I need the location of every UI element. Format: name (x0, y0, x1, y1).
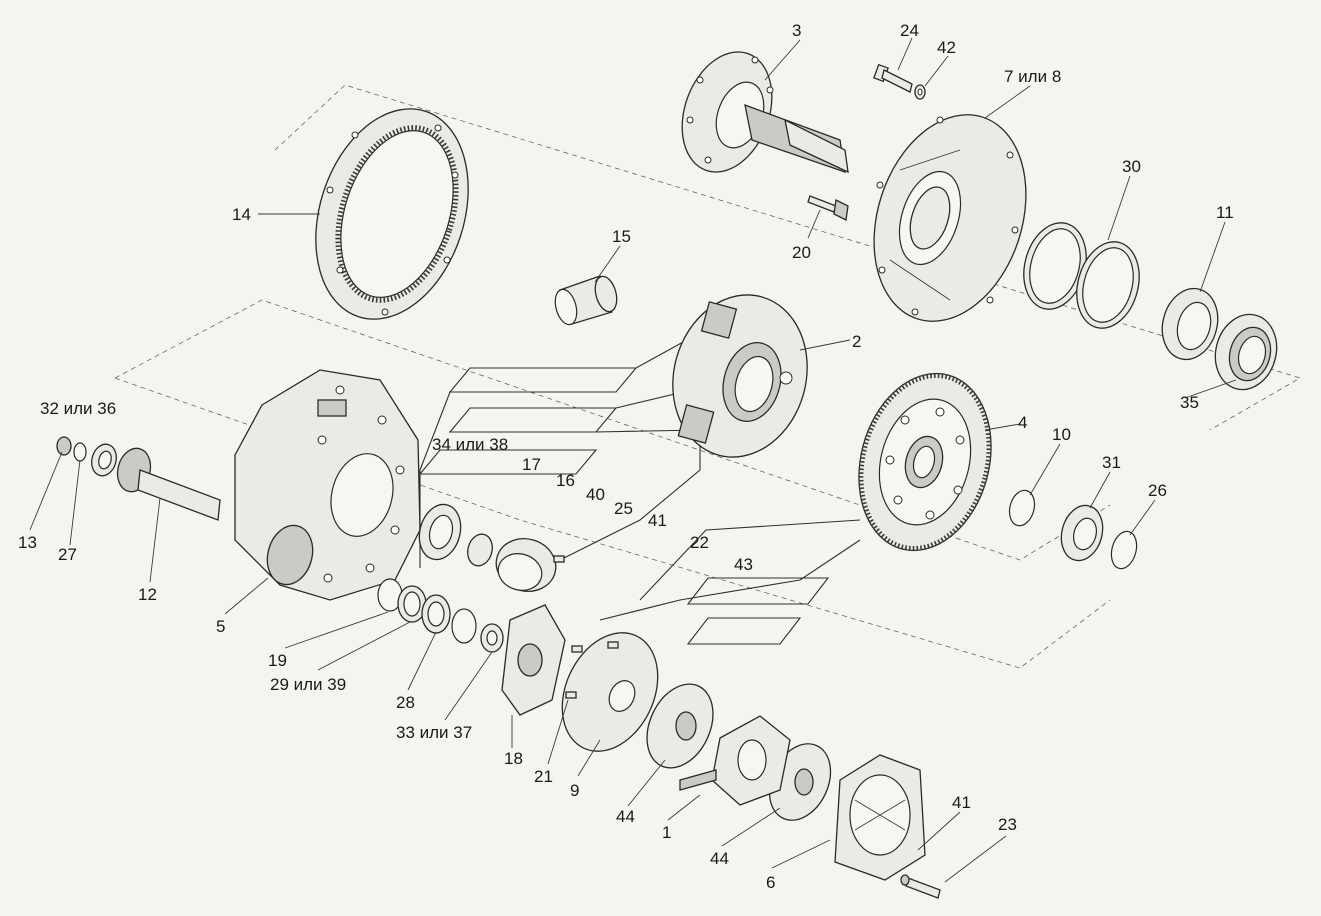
nut-13 (56, 436, 72, 456)
callout-23: 23 (998, 815, 1017, 834)
callout-43: 43 (734, 555, 753, 574)
callout-30: 30 (1122, 157, 1141, 176)
callout-24: 24 (900, 21, 919, 40)
pins (553, 555, 619, 699)
callout-20: 20 (792, 243, 811, 262)
seal-34-38 (418, 503, 462, 561)
screw-20 (807, 195, 849, 221)
callout-35: 35 (1180, 393, 1199, 412)
snap-ring-10 (1008, 489, 1036, 527)
callout-10: 10 (1052, 425, 1071, 444)
callout-29-or-39: 29 или 39 (270, 675, 346, 694)
callout-17: 17 (522, 455, 541, 474)
bearing-32-36 (91, 443, 117, 477)
callout-21: 21 (534, 767, 553, 786)
internal-ring-gear-14 (315, 108, 469, 320)
brake-unit-1 (679, 715, 791, 806)
seal-28 (421, 594, 451, 634)
planet-carrier-2 (672, 294, 808, 458)
flanged-shaft-3 (681, 51, 849, 174)
cap-16 (495, 538, 557, 592)
callout-22: 22 (690, 533, 709, 552)
callout-16: 16 (556, 471, 575, 490)
gearbox-housing-5 (234, 369, 421, 601)
callout-labels: 3 24 42 7 или 8 30 11 14 15 20 2 35 4 10… (18, 21, 1234, 892)
callout-40: 40 (586, 485, 605, 504)
bearing-small (480, 623, 504, 653)
callout-1: 1 (662, 823, 671, 842)
callout-27: 27 (58, 545, 77, 564)
callout-4: 4 (1018, 413, 1027, 432)
callout-44-a: 44 (616, 807, 635, 826)
bolt-24 (873, 63, 913, 93)
housing-cover-7-8 (873, 114, 1027, 322)
ring-30-b (1076, 241, 1140, 329)
mounting-plate-18 (501, 604, 566, 716)
bolt-23 (900, 874, 941, 899)
ring-33-37 (451, 608, 477, 644)
sleeve-15 (554, 275, 618, 326)
bearing-17 (467, 533, 493, 567)
washer-42 (914, 84, 926, 100)
callout-5: 5 (216, 617, 225, 636)
leader-lines (29, 37, 1237, 883)
ring-27 (73, 442, 87, 462)
rear-cover-6 (834, 754, 926, 881)
disk-9 (561, 632, 659, 752)
callout-25: 25 (614, 499, 633, 518)
callout-33-or-37: 33 или 37 (396, 723, 472, 742)
callout-18: 18 (504, 749, 523, 768)
ring-30-a (1023, 222, 1087, 310)
callout-12: 12 (138, 585, 157, 604)
callout-31: 31 (1102, 453, 1121, 472)
callout-9: 9 (570, 781, 579, 800)
bearing-11 (1161, 287, 1219, 361)
callout-42: 42 (937, 38, 956, 57)
callout-2: 2 (852, 332, 861, 351)
callout-13: 13 (18, 533, 37, 552)
callout-7-or-8: 7 или 8 (1004, 67, 1061, 86)
callout-11: 11 (1216, 203, 1234, 222)
bearing-35 (1214, 313, 1278, 391)
callout-14: 14 (232, 205, 251, 224)
callout-28: 28 (396, 693, 415, 712)
callout-44-b: 44 (710, 849, 729, 868)
friction-disk-44-a (646, 683, 714, 769)
spur-gear-4 (858, 372, 992, 552)
callout-15: 15 (612, 227, 631, 246)
callout-6: 6 (766, 873, 775, 892)
callout-3: 3 (792, 21, 801, 40)
callout-32-or-36: 32 или 36 (40, 399, 116, 418)
callout-26: 26 (1148, 481, 1167, 500)
callout-41-upper: 41 (648, 511, 667, 530)
snap-ring-26 (1110, 530, 1138, 570)
bearing-31 (1060, 504, 1104, 562)
callout-41-lower: 41 (952, 793, 971, 812)
callout-19: 19 (268, 651, 287, 670)
pinion-shaft-12 (116, 447, 221, 521)
callout-34-or-38: 34 или 38 (432, 435, 508, 454)
